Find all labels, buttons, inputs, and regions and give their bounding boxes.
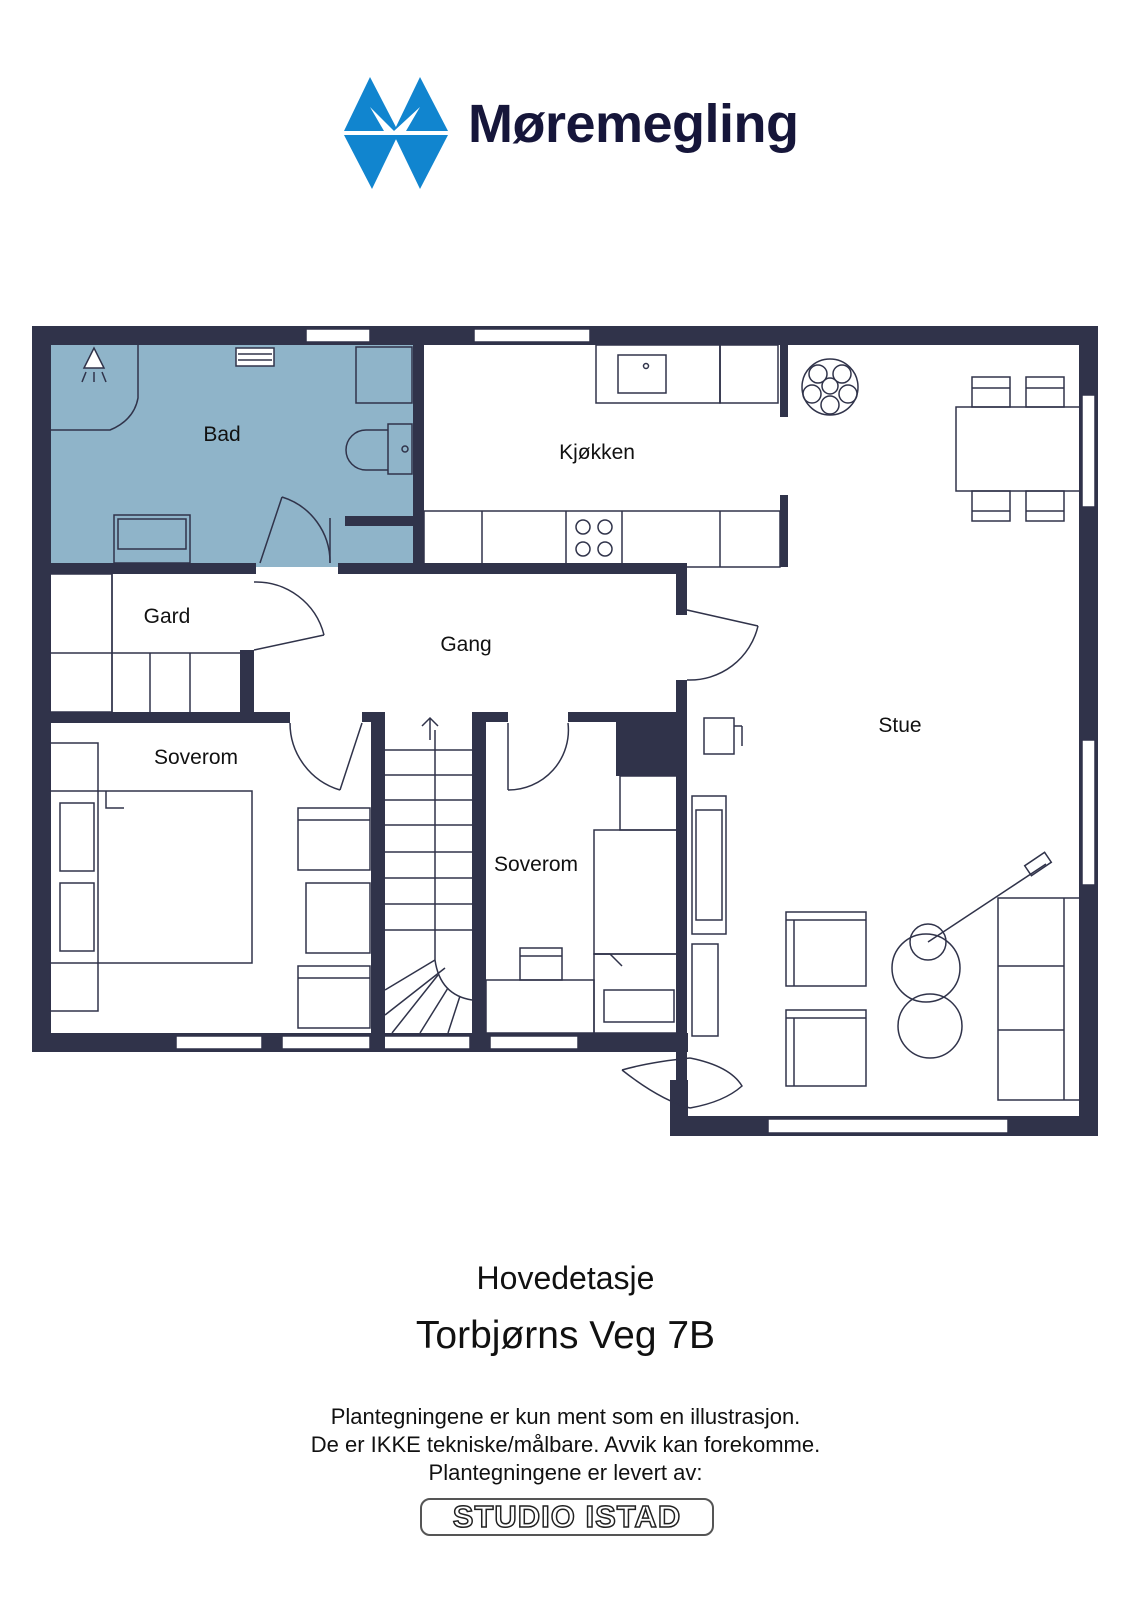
room-label-bad: Bad (203, 423, 240, 446)
room-label-gang: Gang (440, 633, 491, 656)
disclaimer-line: Plantegningene er kun ment som en illust… (330, 1404, 801, 1429)
brand-name: Møremegling (468, 94, 799, 154)
windows (175, 328, 1096, 1134)
plant-icon (801, 358, 859, 416)
disclaimer-line: De er IKKE tekniske/målbare. Avvik kan f… (310, 1432, 821, 1457)
room-label-soverom-2: Soverom (494, 853, 578, 876)
disclaimer-line: Plantegningene er levert av: (428, 1460, 703, 1485)
fixtures (49, 344, 1081, 1109)
address: Torbjørns Veg 7B (415, 1314, 716, 1357)
interior-walls (50, 345, 788, 1080)
room-label-kjokken: Kjøkken (559, 441, 635, 464)
room-label-gard: Gard (144, 605, 191, 628)
floor-title: Hovedetasje (476, 1260, 655, 1296)
bathroom-floor (50, 345, 414, 567)
room-label-stue: Stue (878, 714, 921, 737)
moremegling-logo: Møremegling (336, 75, 806, 195)
disclaimer: Plantegningene er kun ment som en illust… (0, 1403, 1131, 1487)
room-label-soverom-1: Soverom (154, 746, 238, 769)
moremegling-logo-icon (344, 77, 448, 189)
studio-istad-logo: STUDIO ISTAD (420, 1498, 714, 1536)
